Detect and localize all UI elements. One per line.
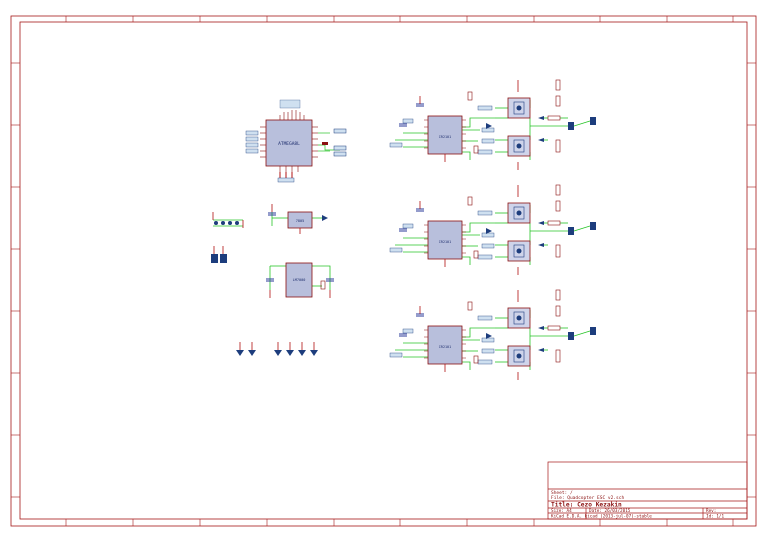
border-ticks	[11, 16, 756, 526]
driver-channel-2: IR2101	[389, 184, 596, 275]
driver-channel-3: IR2101	[389, 289, 596, 380]
tb-title: Title: Cezo Kezakin	[551, 501, 622, 509]
led-row	[236, 342, 318, 356]
driver-ic-label-1: IR2101	[439, 135, 451, 139]
tb-rev: Rev:	[706, 508, 716, 514]
mcu-chip[interactable]	[265, 119, 313, 167]
title-block	[547, 461, 748, 520]
tb-date: Date: 26/03/2015	[589, 508, 631, 514]
driver-ic-1[interactable]	[427, 115, 463, 155]
driver-ic-label-3: IR2101	[439, 345, 451, 349]
tb-sheet: Sheet: /	[551, 490, 573, 496]
tb-kicad: KiCad E.D.A. kicad (2013-jul-07)-stable	[551, 514, 652, 520]
lm7000-chip[interactable]	[285, 262, 313, 298]
power-header-section: 7805 LM7000	[211, 204, 334, 356]
inner-border	[19, 21, 748, 520]
driver-channel-1: IR2101	[389, 79, 596, 170]
mcu-section: ATMEGA8L	[245, 99, 347, 183]
driver-ic-3[interactable]	[427, 325, 463, 365]
lm7000-label: LM7000	[293, 278, 306, 282]
regulator-label: 7805	[296, 219, 304, 223]
driver-ic-label-2: IR2101	[439, 240, 451, 244]
driver-ic-2[interactable]	[427, 220, 463, 260]
mcu-part-label: ATMEGA8L	[278, 141, 300, 147]
tb-file: File: Quadcopter ESC v2.sch	[551, 495, 624, 501]
tb-id: Id: 1/1	[706, 514, 725, 520]
tb-size: Size: A4	[551, 508, 572, 514]
outer-border	[10, 15, 757, 527]
